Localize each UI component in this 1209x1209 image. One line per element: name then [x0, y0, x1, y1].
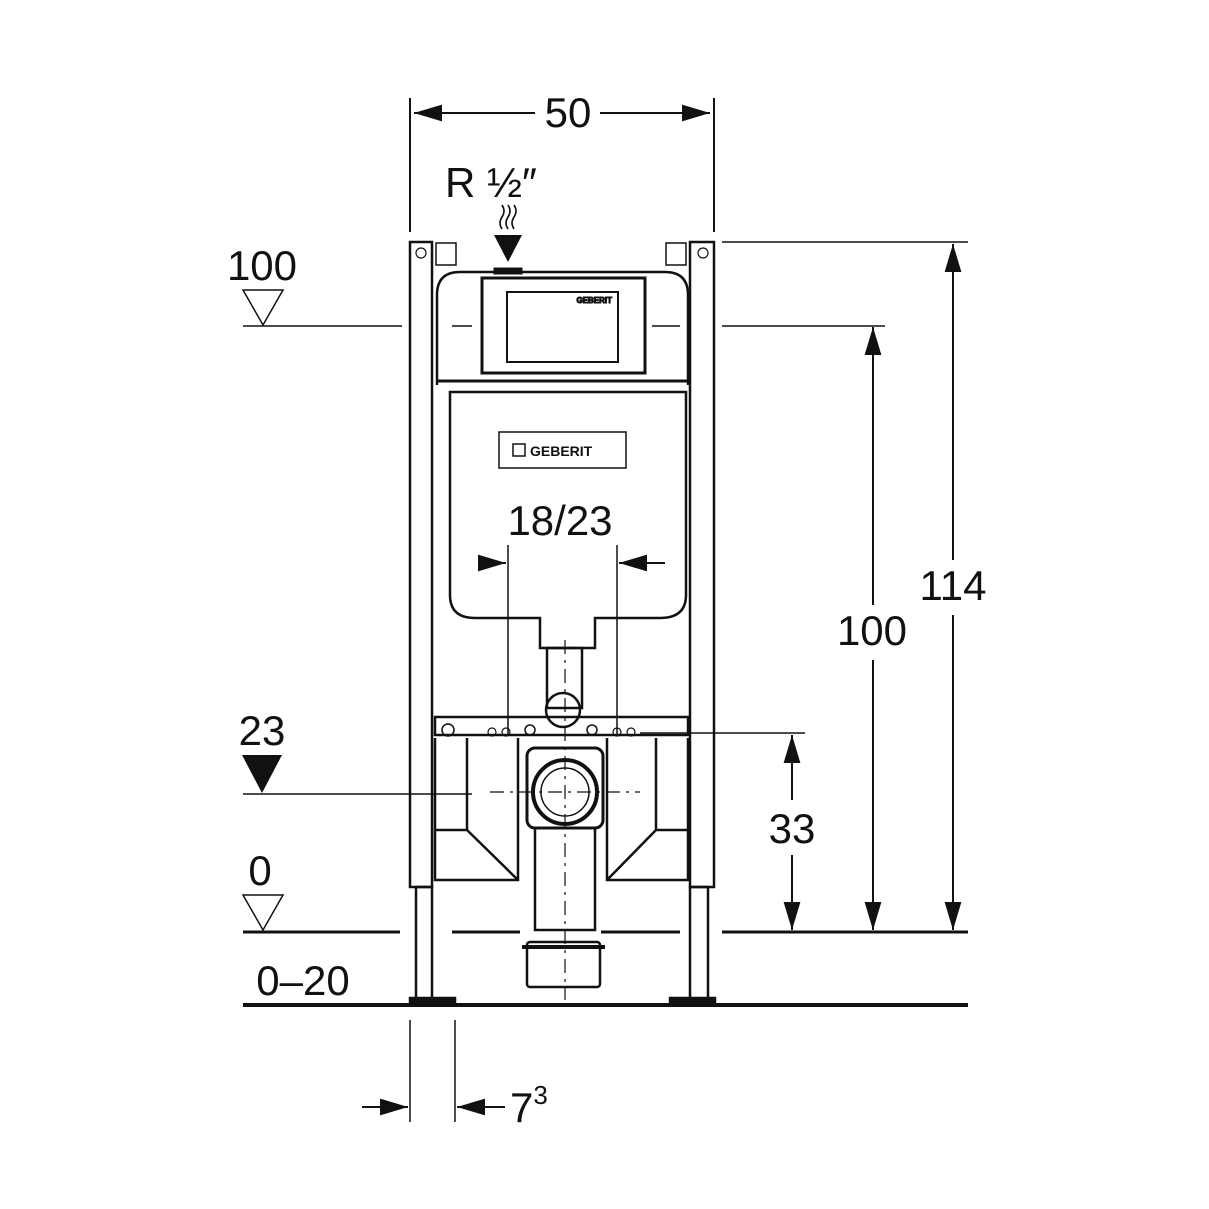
level-0-marker: 0 0–20: [241, 847, 968, 1007]
inlet-label: R ½″: [445, 159, 537, 206]
water-wave-icon: [499, 204, 517, 230]
foot-offset-label: 73: [510, 1080, 548, 1131]
cistern: GEBERIT GEBERIT: [435, 267, 690, 650]
spacing-label: 18/23: [507, 497, 612, 544]
width-label: 50: [545, 89, 592, 136]
flush-plate-frame: [480, 276, 647, 375]
inlet-arrow-icon: [494, 235, 522, 262]
brand-label: GEBERIT: [530, 443, 593, 459]
overall-height-label: 114: [920, 562, 987, 609]
height-dimensions: 114 100 33: [640, 241, 987, 930]
level-0-label: 0: [248, 847, 271, 894]
actuator-height-label: 100: [837, 607, 907, 654]
drain-height-label: 33: [769, 805, 816, 852]
level-23-marker: 23: [239, 707, 472, 795]
brand-label-box: [498, 431, 627, 469]
open-triangle-icon: [241, 894, 285, 932]
width-dimension: 50: [409, 89, 715, 232]
drain-assembly: [433, 640, 690, 1000]
water-inlet: R ½″: [445, 159, 537, 262]
flush-plate: [506, 291, 619, 363]
flush-pipe-spacing: 18/23: [478, 497, 665, 735]
level-23-label: 23: [239, 707, 286, 754]
foot-offset-dimension: 73: [362, 1020, 548, 1131]
level-100-marker: 100: [227, 242, 885, 327]
filled-triangle-icon: [242, 755, 282, 793]
plate-brand: GEBERIT: [576, 296, 612, 305]
frame: [408, 240, 717, 1005]
open-triangle-icon: [241, 289, 285, 327]
floor-range-label: 0–20: [256, 957, 349, 1004]
level-100-label: 100: [227, 242, 297, 289]
